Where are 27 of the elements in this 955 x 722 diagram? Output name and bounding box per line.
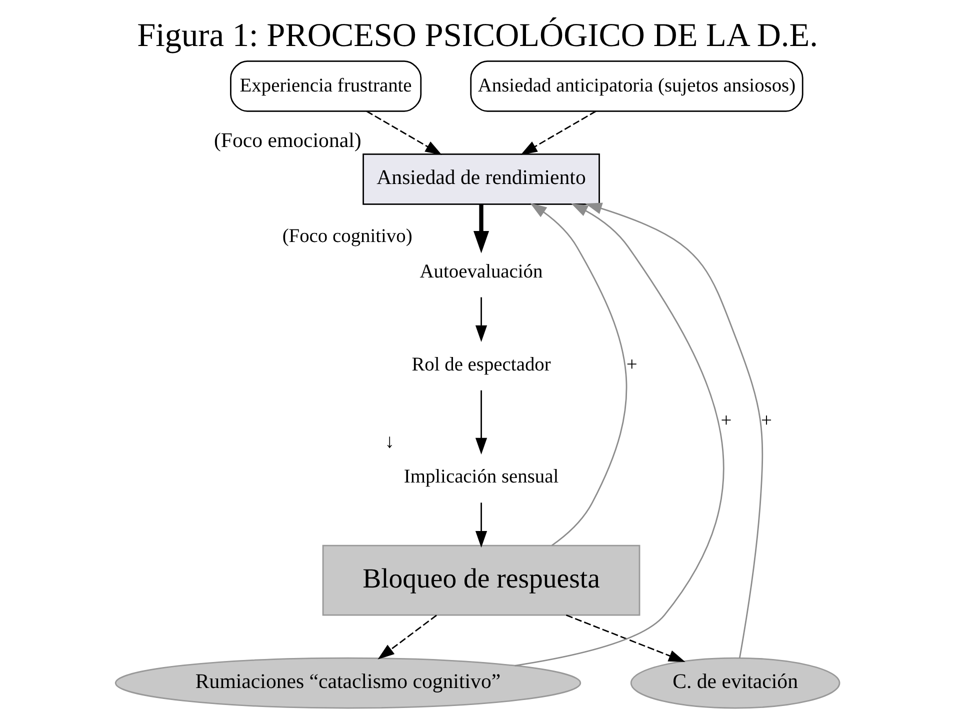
node-box: Bloqueo de respuesta — [322, 544, 640, 616]
arrow — [475, 390, 488, 455]
node-box: Ansiedad anticipatoria (sujetos ansiosos) — [470, 60, 804, 112]
node-box: Experiencia frustrante — [230, 60, 422, 112]
node-ellipse: Rumiaciones “cataclismo cognitivo” — [114, 657, 582, 709]
arrow — [473, 204, 490, 254]
edge-label: + — [720, 410, 732, 432]
node-ellipse: C. de evitación — [630, 657, 840, 709]
arrow — [566, 614, 686, 662]
node-text: Autoevaluación — [420, 261, 543, 282]
node-label: ↓ — [384, 431, 395, 452]
node-text: Rol de espectador — [412, 354, 551, 376]
arrow — [530, 203, 628, 546]
arrow — [378, 614, 437, 660]
edge-label: + — [761, 410, 772, 432]
edge-label: + — [626, 354, 638, 376]
arrow — [520, 110, 596, 155]
arrow — [585, 202, 764, 658]
node-label: (Foco emocional) — [214, 128, 362, 152]
node-box: Ansiedad de rendimiento — [362, 153, 600, 205]
arrow — [514, 203, 724, 666]
node-text: Implicación sensual — [404, 466, 559, 488]
arrow — [475, 297, 488, 342]
diagram-title: Figura 1: PROCESO PSICOLÓGICO DE LA D.E. — [137, 17, 818, 54]
arrow — [366, 110, 442, 155]
node-label: (Foco cognitivo) — [282, 226, 412, 247]
arrow — [475, 502, 488, 548]
